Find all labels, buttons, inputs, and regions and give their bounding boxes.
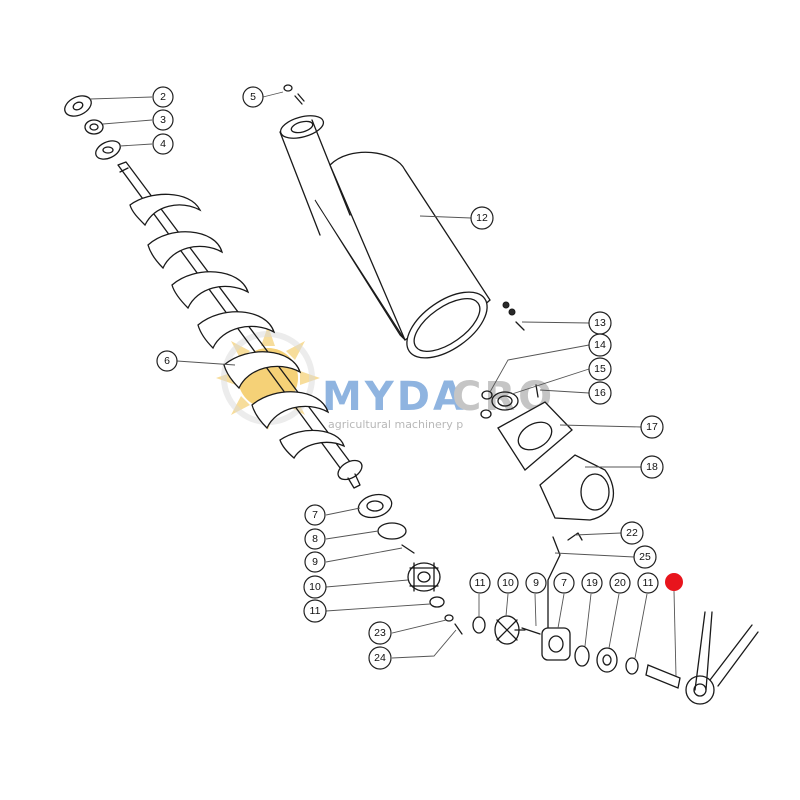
svg-text:7: 7 [561,577,567,589]
shaft-pin [645,664,681,689]
callout: 2 [152,86,174,108]
housing-18 [539,454,614,521]
bolt-13 [502,301,525,331]
callout: 22 [620,521,644,545]
svg-text:11: 11 [310,605,321,617]
svg-text:23: 23 [374,627,386,639]
svg-text:5: 5 [250,91,256,103]
svg-text:11: 11 [475,577,486,589]
washer-23 [444,614,454,622]
watermark-tagline: agricultural machinery p [328,418,463,431]
svg-text:3: 3 [160,114,166,126]
bolt-14 [481,390,493,400]
washer-2 [64,95,92,117]
svg-text:22: 22 [626,527,638,539]
callout: 23 [368,621,392,645]
callout: 11 [469,572,491,594]
callout: 14 [588,333,612,357]
callouts: 2 3 4 5 6 12 13 14 15 16 17 18 22 25 7 8… [152,86,664,670]
svg-text:8: 8 [312,533,318,545]
callout: 7 [304,504,326,526]
key-9-b [521,627,541,635]
callout: 11 [637,572,659,594]
svg-text:2: 2 [160,91,166,103]
svg-text:9: 9 [533,577,539,589]
svg-text:16: 16 [594,387,606,399]
lower-drive-parts [357,493,759,705]
pin-16 [535,384,539,398]
callout: 24 [368,646,392,670]
callout: 5 [242,86,264,108]
callout: 16 [588,381,612,405]
callout: 4 [152,133,174,155]
svg-text:25: 25 [639,551,651,563]
callout: 20 [609,572,631,594]
seal-19 [574,645,590,667]
nut-3 [84,119,104,135]
svg-text:4: 4 [160,138,166,150]
bearing-7 [357,493,393,519]
circlip-11 [429,596,445,608]
circlip-11-b [472,616,486,634]
bolt-24 [454,623,463,635]
callout: 3 [152,109,174,131]
callout: 7 [553,572,575,594]
bearing-20 [596,647,618,673]
auger-flights [129,193,346,460]
svg-text:18: 18 [646,461,658,473]
svg-text:19: 19 [586,577,598,589]
svg-text:14: 14 [594,339,606,351]
oil-pipe-25 [547,536,561,641]
callout: 13 [588,311,612,335]
bolt-5 [283,84,305,105]
callout: 18 [640,455,664,479]
callout: 6 [156,350,178,372]
callout: 9 [525,572,547,594]
sprocket-chain [685,611,759,705]
svg-text:13: 13 [594,317,606,329]
bearing-7-b [541,627,571,661]
callout: 15 [588,357,612,381]
callout: 9 [304,551,326,573]
cover-17 [497,401,573,471]
svg-text:6: 6 [164,355,170,367]
svg-text:15: 15 [594,363,606,375]
tube-assembly [279,84,525,359]
callout: 11 [303,599,327,623]
callout: 17 [640,415,664,439]
circlip-11-c [625,657,639,675]
svg-text:9: 9 [312,556,318,568]
callout: 25 [633,545,657,569]
watermark: MYDA CRO agricultural machinery p [216,326,552,431]
auger-assembly [64,95,363,489]
callout: 8 [304,528,326,550]
leader-lines [89,91,648,659]
red-marker-dot [665,573,683,591]
bevel-gear-10-b [494,615,526,645]
tube-flange [406,291,488,359]
svg-text:7: 7 [312,509,318,521]
gearbox-assembly [480,384,614,641]
callout: 10 [497,572,519,594]
key-9 [401,544,415,554]
svg-text:17: 17 [646,421,658,433]
red-marker-leader [673,590,677,677]
svg-text:20: 20 [614,577,626,589]
seal-15 [491,391,519,411]
callout: 12 [470,206,494,230]
svg-text:12: 12 [476,212,488,224]
callout: 19 [581,572,603,594]
svg-text:24: 24 [374,652,386,664]
circlip-8 [377,522,407,540]
callout: 10 [303,575,327,599]
washer-4 [95,140,121,160]
svg-text:10: 10 [502,577,514,589]
watermark-brand-a: MYDA [322,374,467,420]
bevel-gear-10 [407,562,441,592]
svg-text:11: 11 [643,577,654,589]
svg-text:10: 10 [309,581,321,593]
